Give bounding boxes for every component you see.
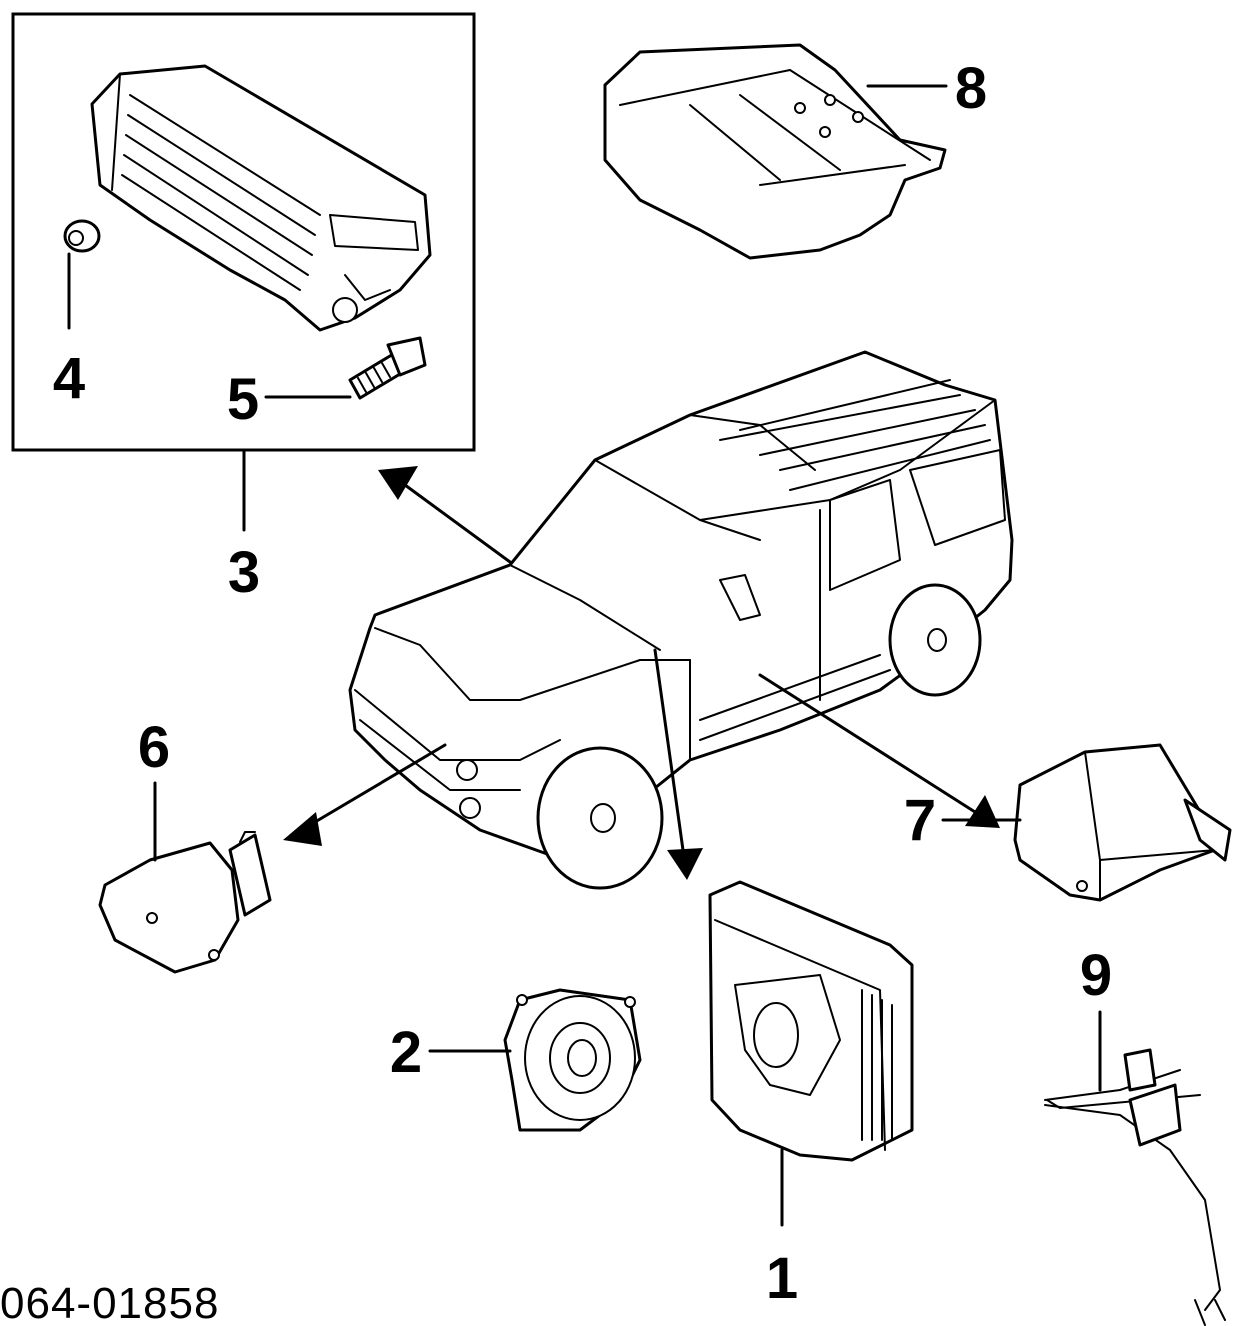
clockspring	[503, 988, 642, 1132]
callout-1: 1	[766, 1246, 798, 1311]
wiring-harness	[1044, 1048, 1226, 1326]
callout-5: 5	[227, 367, 259, 432]
impact-sensor	[98, 831, 272, 974]
airbag-control-module	[1013, 743, 1232, 902]
reference-number: 064-01858	[0, 1279, 219, 1326]
seat-cushion	[603, 43, 947, 260]
callout-2: 2	[390, 1020, 422, 1085]
callout-8: 8	[955, 56, 987, 121]
callout-9: 9	[1080, 943, 1112, 1008]
bolt-part	[348, 336, 427, 400]
callout-3: 3	[228, 540, 260, 605]
callout-7: 7	[904, 788, 936, 853]
callout-4: 4	[53, 346, 85, 411]
passenger-airbag-module	[90, 64, 432, 332]
nut-part	[63, 219, 101, 253]
vehicle	[348, 350, 1014, 890]
driver-airbag-module	[708, 880, 914, 1162]
callout-6: 6	[138, 715, 170, 780]
